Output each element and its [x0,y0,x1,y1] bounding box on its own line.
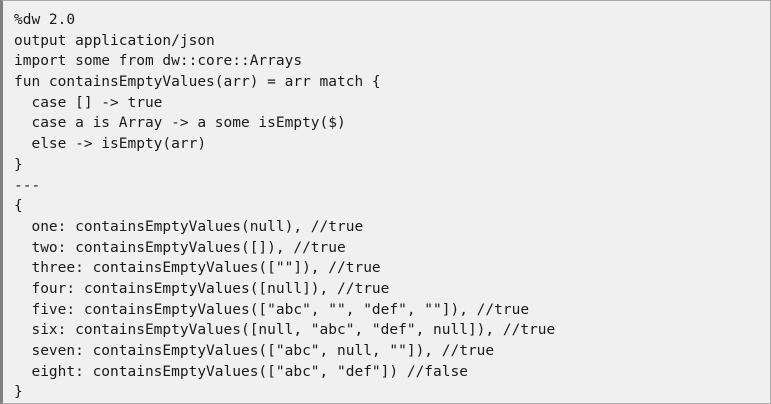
code-line: six: containsEmptyValues([null, "abc", "… [14,322,556,339]
code-line: import some from dw::core::Arrays [14,53,303,70]
code-line: --- [14,177,41,194]
code-line: seven: containsEmptyValues(["abc", null,… [14,343,495,359]
code-line: three: containsEmptyValues([""]), //true [14,260,381,277]
code-line: output application/json [14,32,215,49]
code-line: case a is Array -> a some isEmpty($) [14,115,346,132]
code-line: five: containsEmptyValues(["abc", "", "d… [14,301,530,318]
code-line: else -> isEmpty(arr) [14,136,207,153]
code-line: fun containsEmptyValues(arr) = arr match… [14,74,381,91]
code-line: two: containsEmptyValues([]), //true [14,239,346,256]
code-line: one: containsEmptyValues(null), //true [14,218,364,235]
code-line: eight: containsEmptyValues(["abc", "def"… [14,363,468,380]
code-line-list: %dw 2.0 output application/json import s… [3,10,770,403]
code-line: %dw 2.0 [14,12,76,28]
code-line: four: containsEmptyValues([null]), //tru… [14,280,390,297]
code-line: { [14,198,23,215]
code-line: } [14,156,23,173]
code-line: case [] -> true [14,94,163,111]
code-line: } [14,384,23,401]
